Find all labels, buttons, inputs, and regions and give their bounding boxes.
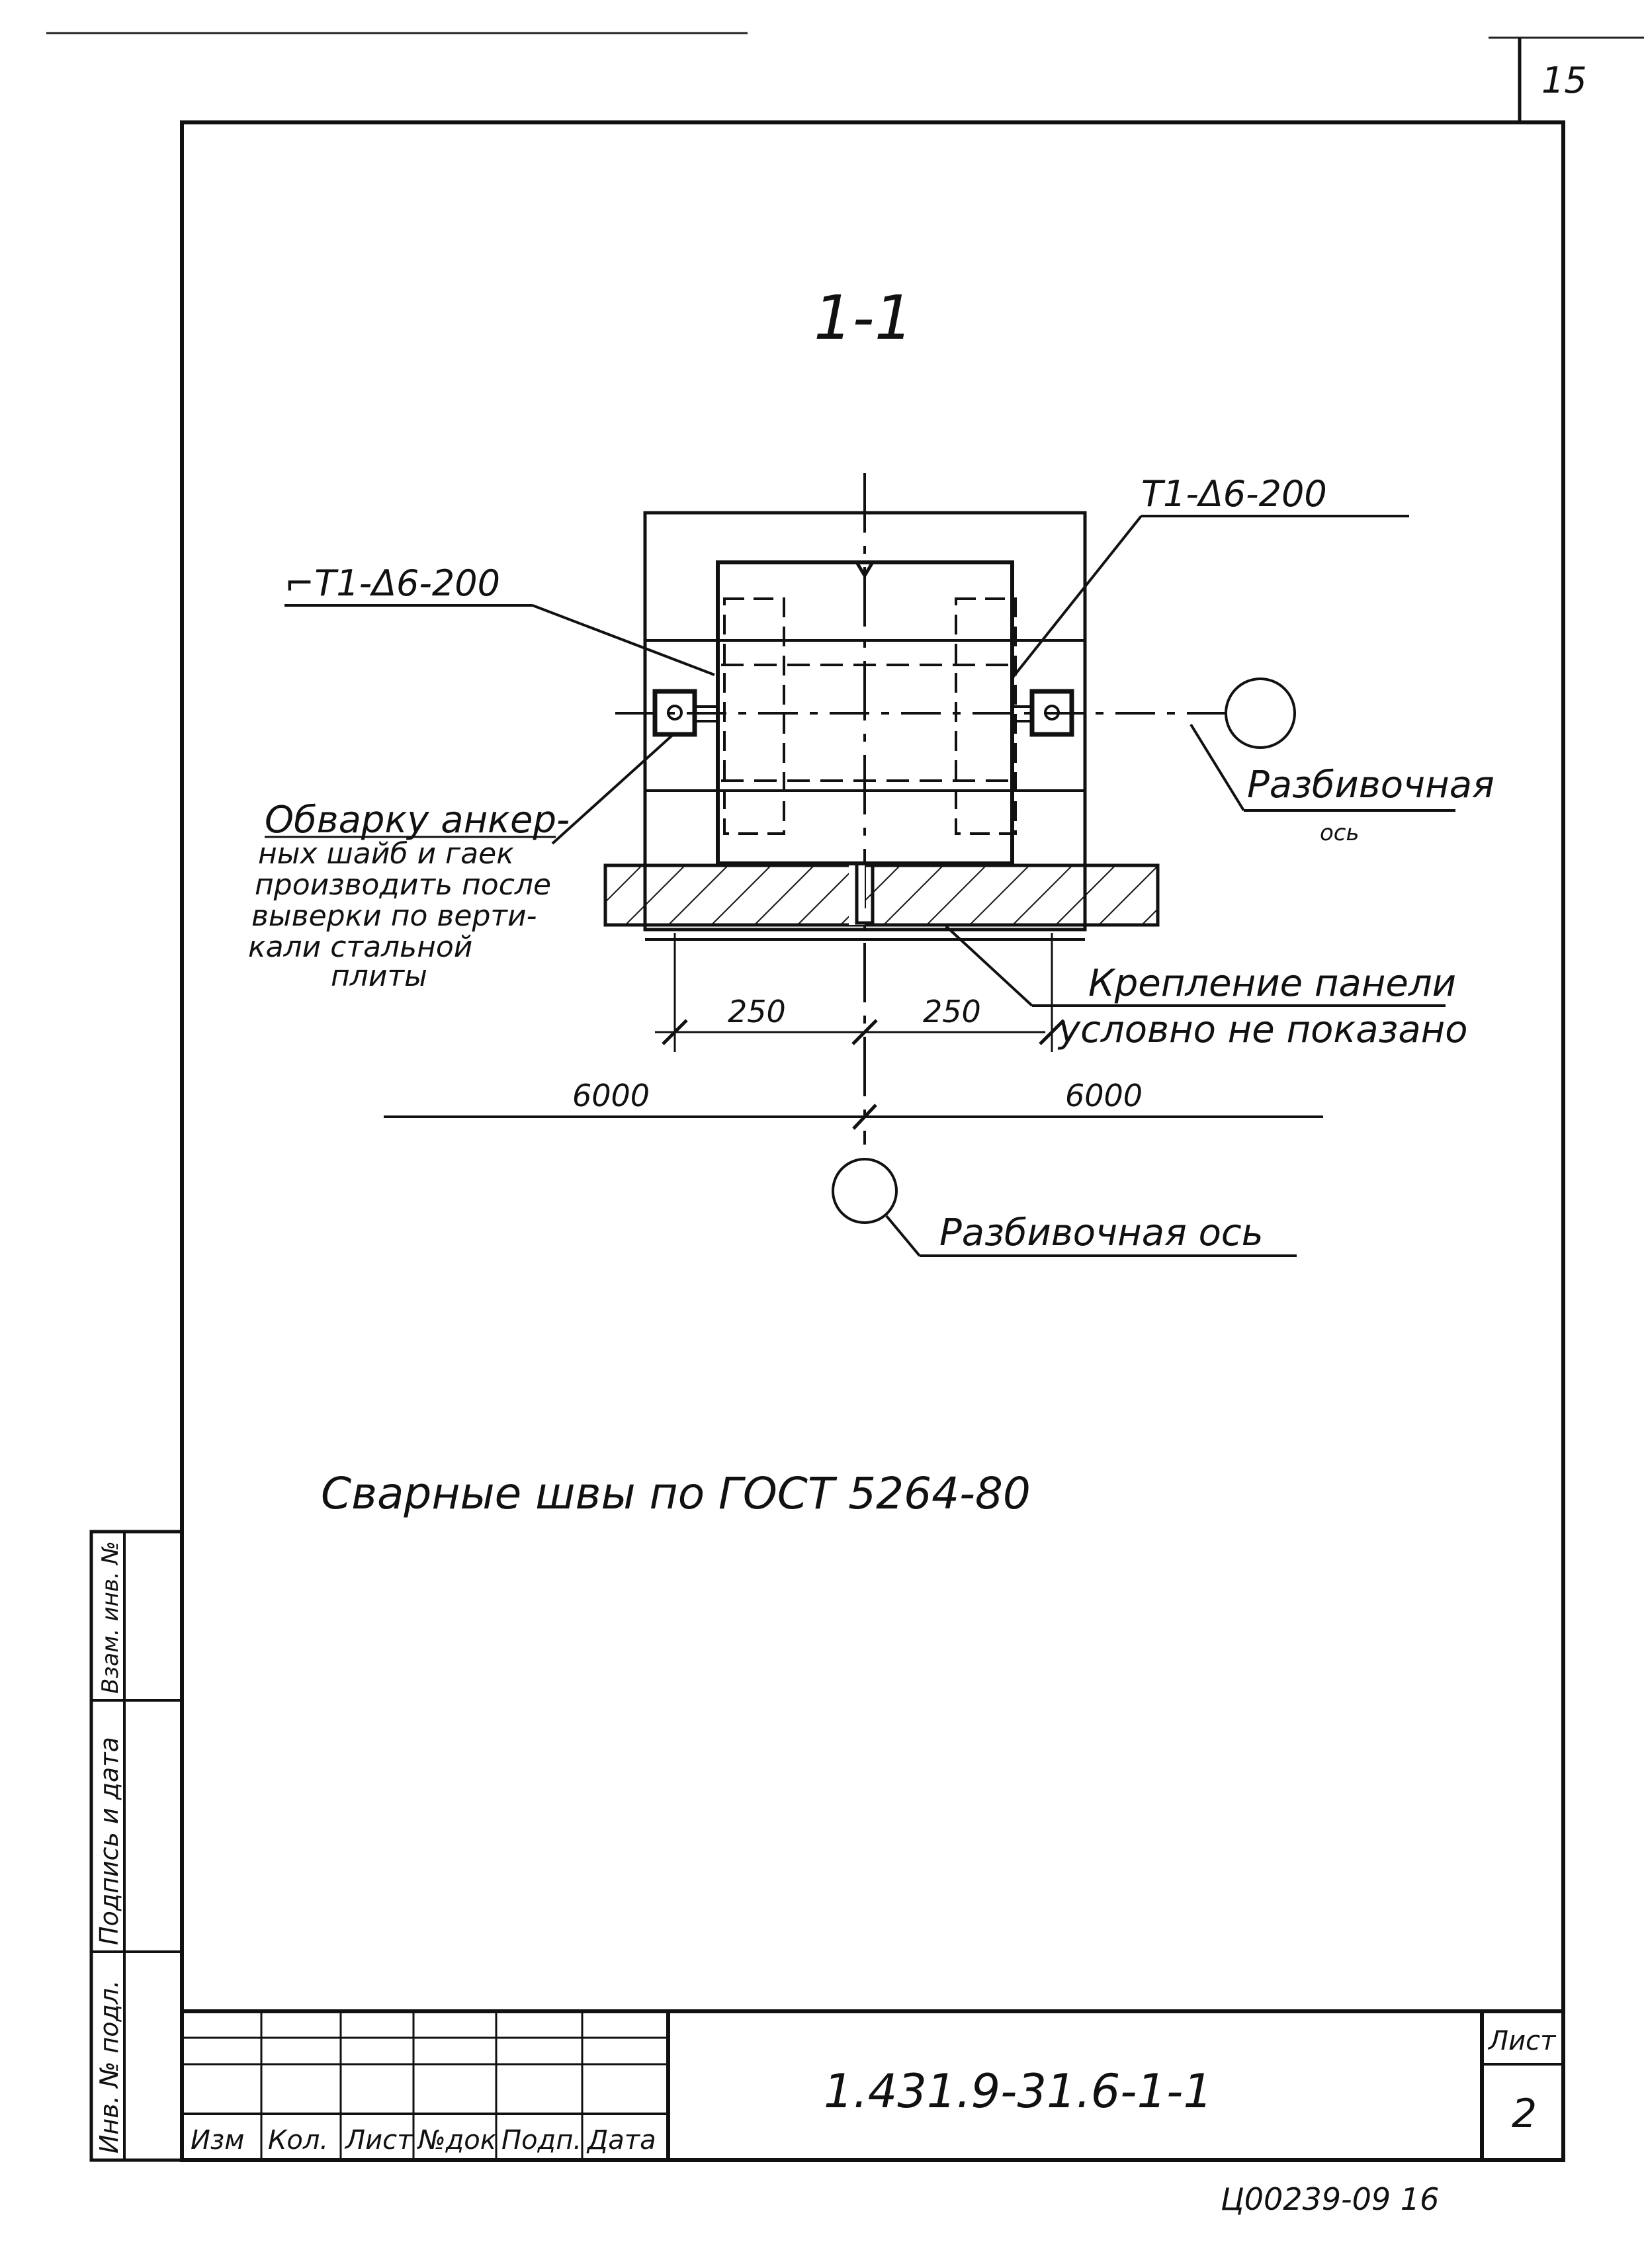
side-stamp xyxy=(89,1530,184,2162)
weld-label-left: ⌐T1-Δ6-200 xyxy=(284,562,500,604)
drawing-frame xyxy=(180,120,1565,2162)
stamp-signature-date: Подпись и дата xyxy=(95,1737,124,1945)
axis-label-right-sub: ось xyxy=(1320,820,1360,846)
title-col-date: Дата xyxy=(586,2125,656,2156)
weld-note-line-5: кали стальной xyxy=(248,930,472,964)
title-col-kol: Кол. xyxy=(268,2125,328,2156)
section-title: 1-1 xyxy=(814,283,913,353)
weld-label-right: T1-Δ6-200 xyxy=(1141,473,1327,515)
footer-code: Ц00239-09 16 xyxy=(1221,2181,1439,2217)
axis-label-bottom: Разбивочная ось xyxy=(939,1211,1264,1254)
stamp-replacement-inventory: Взам. инв. № xyxy=(97,1541,124,1694)
axis-label-right: Разбивочная xyxy=(1247,763,1494,807)
title-col-sign: Подп. xyxy=(501,2125,582,2156)
title-block xyxy=(180,2009,1565,2162)
stamp-inventory-number: Инв. № подл. xyxy=(95,1980,124,2154)
weld-note-line-2: ных шайб и гаек xyxy=(258,837,514,871)
weld-note-line-4: выверки по верти- xyxy=(251,899,537,933)
sheet-corner-number: 15 xyxy=(1541,60,1587,101)
panel-note-line-1: Крепление панели xyxy=(1088,962,1456,1005)
general-note: Сварные швы по ГОСТ 5264-80 xyxy=(321,1468,1031,1519)
sheet-label: Лист xyxy=(1487,2026,1557,2056)
weld-note-line-6: плиты xyxy=(331,959,427,993)
title-col-list: Лист xyxy=(344,2125,413,2156)
dimension-axis-right: 6000 xyxy=(1065,1078,1143,1113)
weld-note-line-3: производить после xyxy=(255,868,551,902)
dimension-left: 250 xyxy=(728,994,786,1029)
dimension-right: 250 xyxy=(923,994,981,1029)
document-code: 1.431.9-31.6-1-1 xyxy=(824,2064,1213,2118)
title-col-doc: №док xyxy=(417,2125,496,2156)
weld-note-line-1: Обварку анкер- xyxy=(265,799,570,842)
section-1-1-drawing xyxy=(265,473,1455,1257)
title-col-izm: Изм xyxy=(191,2125,244,2156)
dimension-axis-left: 6000 xyxy=(572,1078,650,1113)
sheet-number: 2 xyxy=(1512,2091,1537,2137)
panel-note-line-2: условно не показано xyxy=(1057,1008,1468,1051)
